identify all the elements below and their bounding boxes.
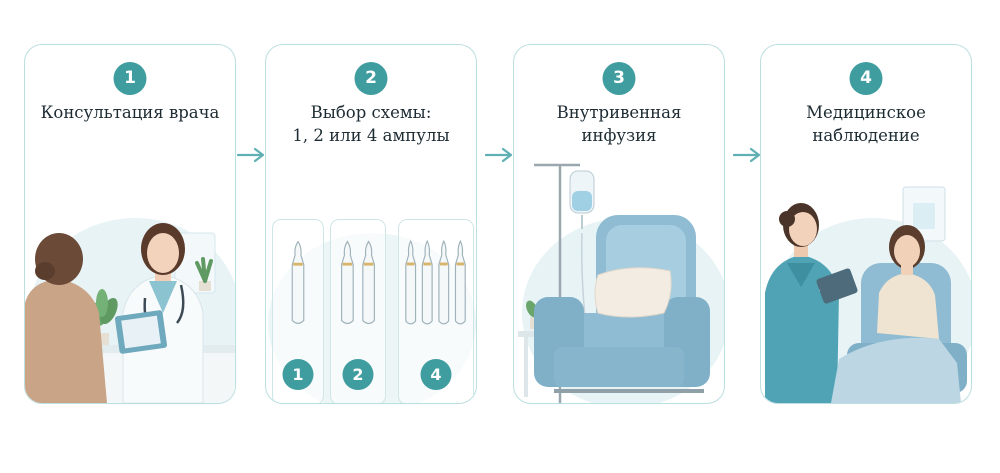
step-number-badge: 4 [849,62,883,95]
ampoule-option-4: 4 [398,219,474,403]
consultation-illustration [25,218,235,403]
step-title: Внутривенная инфузия [556,103,682,145]
ampoule-icon [291,240,305,324]
step-card-consultation: 1 Консультация врача [24,44,236,404]
ampoule-option-2: 2 [330,219,386,403]
ampoule-count-badge: 2 [342,359,374,390]
step-card-medical-observation: 4 Медицинское наблюдение [760,44,972,404]
arrow-right-icon [485,147,513,163]
plant-icon [195,257,213,291]
ampoule-option-1: 1 [272,219,324,403]
step-number-badge: 2 [354,62,388,95]
ampoule-icon [341,240,375,325]
step-number-badge: 1 [113,62,147,95]
step-card-scheme-selection: 2 Выбор схемы: 1, 2 или 4 ампулы 1 2 [265,44,477,404]
step-number-badge: 3 [602,62,636,95]
step-title: Медицинское наблюдение [806,103,926,145]
ampoule-count-badge: 1 [282,359,314,390]
step-title: Консультация врача [40,103,220,122]
step-title: Выбор схемы: 1, 2 или 4 ампулы [292,103,450,145]
observation-illustration [765,186,971,403]
ampoule-count-badge: 4 [420,359,452,390]
arrow-right-icon [733,147,761,163]
ampoule-icon [405,239,466,325]
step-card-iv-infusion: 3 Внутривенная инфузия [513,44,725,404]
infusion-illustration [518,163,724,403]
arrow-right-icon [237,147,265,163]
